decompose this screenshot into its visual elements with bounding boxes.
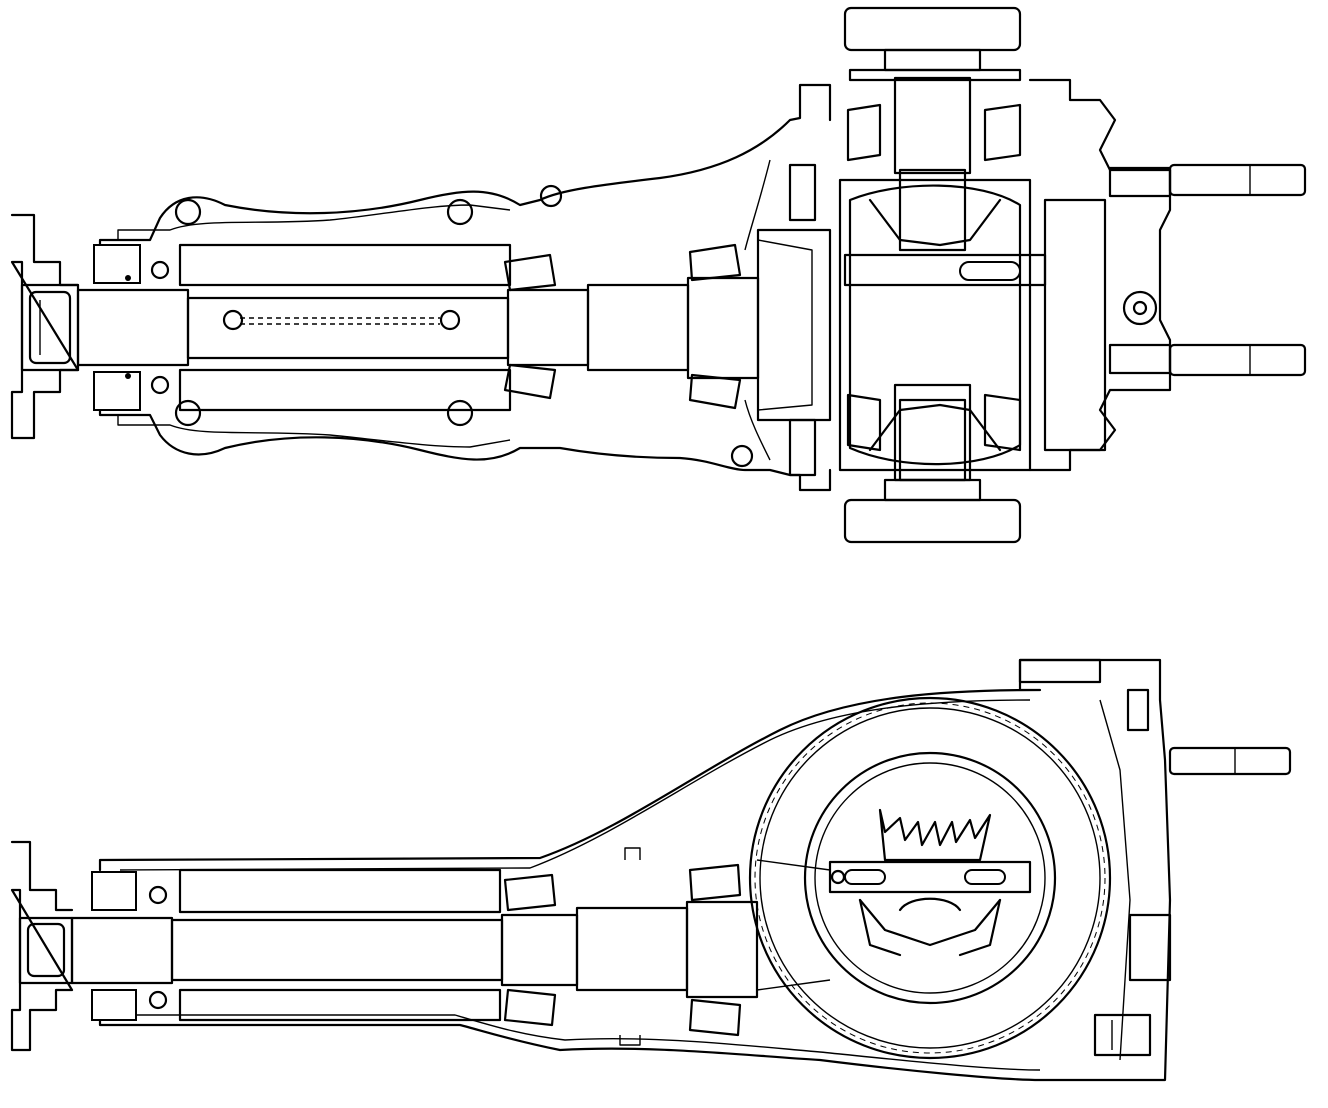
ring-gear-side (748, 696, 1112, 1060)
top-view-section (10, 6, 1307, 544)
housing-bolt-holes-top (174, 184, 754, 468)
pinion-shaft-side (70, 847, 759, 1046)
side-bearings-top (843, 6, 1022, 544)
differential-top (756, 163, 1047, 482)
pinion-shaft-top (76, 243, 760, 412)
input-flange (10, 213, 80, 440)
extension-housing-side (98, 658, 1172, 1082)
bearings-top (93, 243, 742, 411)
side-view-section (10, 658, 1292, 1082)
output-end-top (1028, 78, 1307, 472)
extension-housing-top (98, 83, 832, 492)
input-flange-side (10, 840, 74, 1052)
output-end-side (1093, 746, 1292, 1057)
